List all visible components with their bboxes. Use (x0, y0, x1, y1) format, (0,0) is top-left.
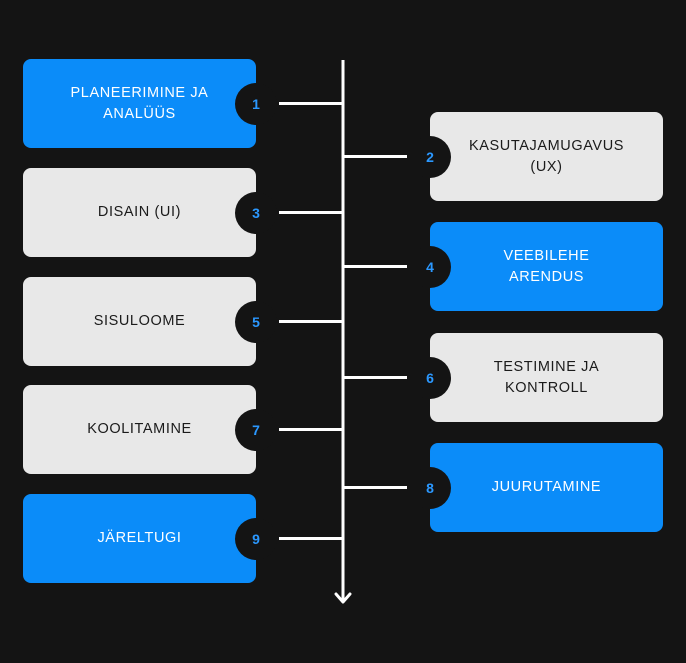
step-label: TESTIMINE JA KONTROLL (493, 358, 600, 396)
step-label: SISULOOME (93, 313, 186, 329)
step-number-badge: 4 (409, 245, 451, 288)
step-label: KASUTAJAMUGAVUS (UX) (468, 137, 625, 175)
step-number-badge: 8 (409, 466, 451, 509)
step-card-3: DISAIN (UI) (23, 168, 256, 257)
step-label: VEEBILEHE ARENDUS (503, 247, 590, 285)
step-card-8: JUURUTAMINE (430, 443, 663, 532)
step-number-badge: 7 (235, 408, 277, 451)
step-card-2: KASUTAJAMUGAVUS (UX) (430, 112, 663, 201)
step-label: PLANEERIMINE JA ANALÜÜS (70, 84, 209, 122)
step-card-7: KOOLITAMINE (23, 385, 256, 474)
step-label: JÄRELTUGI (97, 530, 182, 546)
step-number-badge: 2 (409, 135, 451, 178)
step-label: JUURUTAMINE (491, 479, 602, 495)
step-number-badge: 3 (235, 191, 277, 234)
step-card-9: JÄRELTUGI (23, 494, 256, 583)
step-number-badge: 1 (235, 82, 277, 125)
step-label: DISAIN (UI) (97, 204, 182, 220)
step-card-6: TESTIMINE JA KONTROLL (430, 333, 663, 422)
step-card-5: SISULOOME (23, 277, 256, 366)
step-card-4: VEEBILEHE ARENDUS (430, 222, 663, 311)
step-card-1: PLANEERIMINE JA ANALÜÜS (23, 59, 256, 148)
step-number-badge: 6 (409, 356, 451, 399)
timeline-arrowhead (334, 592, 352, 604)
step-number-badge: 9 (235, 517, 277, 560)
step-label: KOOLITAMINE (87, 421, 192, 437)
step-number-badge: 5 (235, 300, 277, 343)
